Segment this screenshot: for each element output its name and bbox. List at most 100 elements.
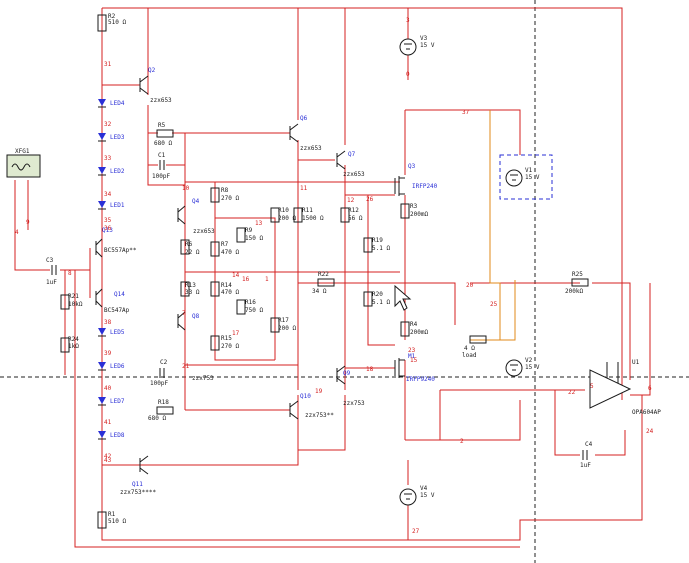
resistor-r12[interactable] xyxy=(340,207,350,223)
v2-value: 15 V xyxy=(525,364,540,371)
node-label: 21 xyxy=(182,363,190,370)
r7-label: R7 xyxy=(221,241,229,248)
transistor-q11[interactable] xyxy=(139,455,149,475)
voltage-source-v1[interactable] xyxy=(505,169,523,187)
transistor-q14[interactable] xyxy=(95,288,103,308)
transistor-q10[interactable] xyxy=(289,400,299,420)
q4-part: zzx653 xyxy=(193,228,215,235)
led8-label: LED8 xyxy=(110,432,125,439)
resistor-r19[interactable] xyxy=(363,237,373,253)
mosfet-q3[interactable] xyxy=(394,176,405,196)
resistor-r22[interactable] xyxy=(317,278,335,287)
led4-label: LED4 xyxy=(110,100,125,107)
transistor-q4[interactable] xyxy=(177,205,186,225)
node-label: 38 xyxy=(104,319,112,326)
r15-label: R15 xyxy=(221,335,232,342)
transistor-q13[interactable] xyxy=(95,238,103,258)
resistor-r6[interactable] xyxy=(180,239,190,255)
c4-value: 1uF xyxy=(580,462,591,469)
resistor-r20[interactable] xyxy=(363,291,373,307)
resistor-r2[interactable] xyxy=(97,14,107,32)
led-1[interactable] xyxy=(98,201,106,210)
resistor-r17[interactable] xyxy=(270,317,280,333)
resistor-r18[interactable] xyxy=(156,406,174,415)
capacitor-c2[interactable] xyxy=(159,368,165,378)
r22-value: 34 Ω xyxy=(312,288,327,295)
q6-part: zzx653 xyxy=(300,145,322,152)
led-7[interactable] xyxy=(98,397,106,406)
voltage-source-v2[interactable] xyxy=(505,359,523,377)
resistor-r1[interactable] xyxy=(97,511,107,529)
resistor-r9[interactable] xyxy=(236,227,246,243)
resistor-r14[interactable] xyxy=(210,281,220,297)
q3-part: IRFP240 xyxy=(412,183,438,190)
transistor-q2[interactable] xyxy=(139,75,149,95)
led-6[interactable] xyxy=(98,362,106,371)
resistor-r16[interactable] xyxy=(236,299,246,315)
opamp-u1[interactable] xyxy=(589,362,632,409)
transistor-q8[interactable] xyxy=(177,311,186,331)
r24-value: 1kΩ xyxy=(68,343,79,350)
load-label: 4 Ω xyxy=(464,345,475,352)
resistor-r15[interactable] xyxy=(210,335,220,351)
led-5[interactable] xyxy=(98,328,106,337)
capacitors: C1 100pF C2 100pF C3 1uF C4 1uF xyxy=(46,152,593,469)
led1-label: LED1 xyxy=(110,202,125,209)
node-label: 2 xyxy=(460,438,464,445)
resistor-r25[interactable] xyxy=(571,278,589,287)
node-label: 12 xyxy=(347,197,355,204)
led-3[interactable] xyxy=(98,133,106,142)
led3-label: LED3 xyxy=(110,134,125,141)
capacitor-c3[interactable] xyxy=(51,265,57,275)
resistor-r4[interactable] xyxy=(400,321,410,337)
resistor-r3[interactable] xyxy=(400,203,410,219)
resistor-r13[interactable] xyxy=(180,281,190,297)
capacitor-c1[interactable] xyxy=(159,160,165,170)
voltage-source-v4[interactable] xyxy=(399,488,417,506)
r14-label: R14 xyxy=(221,282,232,289)
node-label: 25 xyxy=(490,301,498,308)
r21-value: 10kΩ xyxy=(68,301,83,308)
transistor-q6[interactable] xyxy=(289,123,299,143)
led-8[interactable] xyxy=(98,431,106,440)
resistor-r8[interactable] xyxy=(210,187,220,203)
voltage-sources: V3 15 V V1 15 V V2 15 V V4 15 V xyxy=(399,35,540,506)
r25-label: R25 xyxy=(572,271,583,278)
node-label: 15 xyxy=(410,357,418,364)
transistors: Q2 zzx653 Q4 zzx653 Q6 zzx653 Q7 zzx653 xyxy=(95,67,438,496)
node-label: 7 xyxy=(182,310,186,317)
r8-label: R8 xyxy=(221,187,229,194)
r16-value: 750 Ω xyxy=(245,307,263,314)
transistor-q7[interactable] xyxy=(336,150,346,170)
r11-value: 1500 Ω xyxy=(302,215,324,222)
q3-label: Q3 xyxy=(408,163,416,170)
u1-label: U1 xyxy=(632,359,640,366)
led-2[interactable] xyxy=(98,167,106,176)
node-label: 27 xyxy=(412,528,420,535)
resistor-r11[interactable] xyxy=(293,207,303,223)
q9-part: zzx753 xyxy=(343,400,365,407)
r19-value: 5.1 Ω xyxy=(372,245,390,252)
voltage-source-v3[interactable] xyxy=(399,38,417,56)
capacitor-c4[interactable] xyxy=(582,450,588,460)
r10-value: 200 Ω xyxy=(278,215,296,222)
u1-part: OPA604AP xyxy=(632,409,661,416)
r13-value: 33 Ω xyxy=(185,289,200,296)
c4-label: C4 xyxy=(585,441,593,448)
resistor-r5[interactable] xyxy=(156,129,174,138)
transistor-q9[interactable] xyxy=(336,365,346,385)
r9-value: 150 Ω xyxy=(245,235,263,242)
mosfet-m1[interactable] xyxy=(394,358,405,378)
resistor-r24[interactable] xyxy=(60,337,70,353)
node-label: 3 xyxy=(406,17,410,24)
r5-label: R5 xyxy=(158,122,166,129)
resistor-r21[interactable] xyxy=(60,294,70,310)
function-generator-xfg1[interactable]: XFG1 xyxy=(6,148,41,178)
led-4[interactable] xyxy=(98,99,106,108)
resistor-load[interactable] xyxy=(469,335,487,344)
node-label: 43 xyxy=(104,457,112,464)
resistor-r7[interactable] xyxy=(210,241,220,257)
q13-label: Q13 xyxy=(102,227,113,234)
resistor-r10[interactable] xyxy=(270,207,280,223)
